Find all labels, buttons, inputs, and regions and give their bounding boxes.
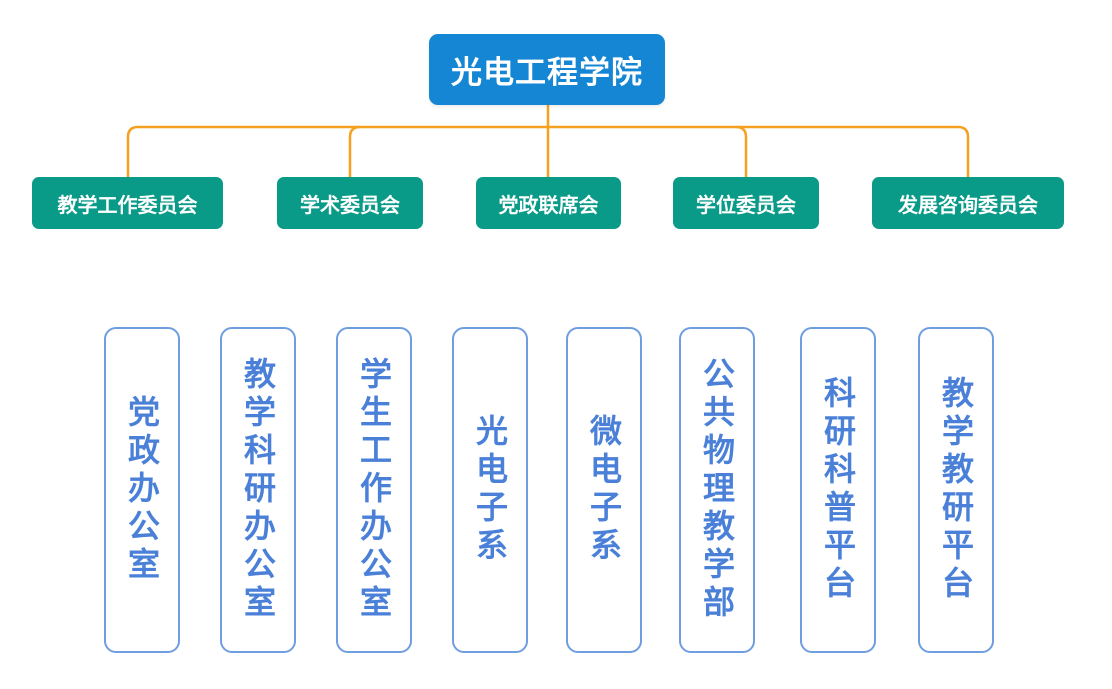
root-node: 光电工程学院 bbox=[429, 34, 665, 105]
connector-horizontal-bar bbox=[126, 125, 970, 177]
committee-node: 学术委员会 bbox=[277, 177, 423, 229]
committee-label: 发展咨询委员会 bbox=[898, 192, 1038, 217]
department-label: 光电子系 bbox=[471, 414, 509, 566]
department-node: 微电子系 bbox=[566, 327, 642, 653]
department-label: 学生工作办公室 bbox=[355, 357, 393, 623]
committee-label: 教学工作委员会 bbox=[57, 192, 198, 217]
department-label: 教学科研办公室 bbox=[239, 357, 277, 623]
department-label: 科研科普平台 bbox=[819, 376, 857, 604]
root-label: 光电工程学院 bbox=[451, 55, 643, 91]
connector-branch-degree-committee bbox=[735, 125, 748, 177]
department-label: 党政办公室 bbox=[123, 395, 161, 585]
department-label: 教学教研平台 bbox=[937, 376, 975, 604]
committee-label: 党政联席会 bbox=[498, 192, 599, 217]
connector-branch-academic-committee bbox=[348, 125, 361, 177]
committee-node: 发展咨询委员会 bbox=[872, 177, 1064, 229]
department-label: 微电子系 bbox=[585, 414, 623, 566]
department-node: 科研科普平台 bbox=[800, 327, 876, 653]
committee-node: 党政联席会 bbox=[476, 177, 621, 229]
department-node: 光电子系 bbox=[452, 327, 528, 653]
department-node: 学生工作办公室 bbox=[336, 327, 412, 653]
committee-node: 教学工作委员会 bbox=[32, 177, 223, 229]
department-node: 教学教研平台 bbox=[918, 327, 994, 653]
department-node: 教学科研办公室 bbox=[220, 327, 296, 653]
department-node: 公共物理教学部 bbox=[679, 327, 755, 653]
committee-label: 学术委员会 bbox=[300, 192, 400, 217]
committee-label: 学位委员会 bbox=[696, 192, 796, 217]
department-label: 公共物理教学部 bbox=[698, 357, 736, 623]
committee-node: 学位委员会 bbox=[673, 177, 819, 229]
department-node: 党政办公室 bbox=[104, 327, 180, 653]
